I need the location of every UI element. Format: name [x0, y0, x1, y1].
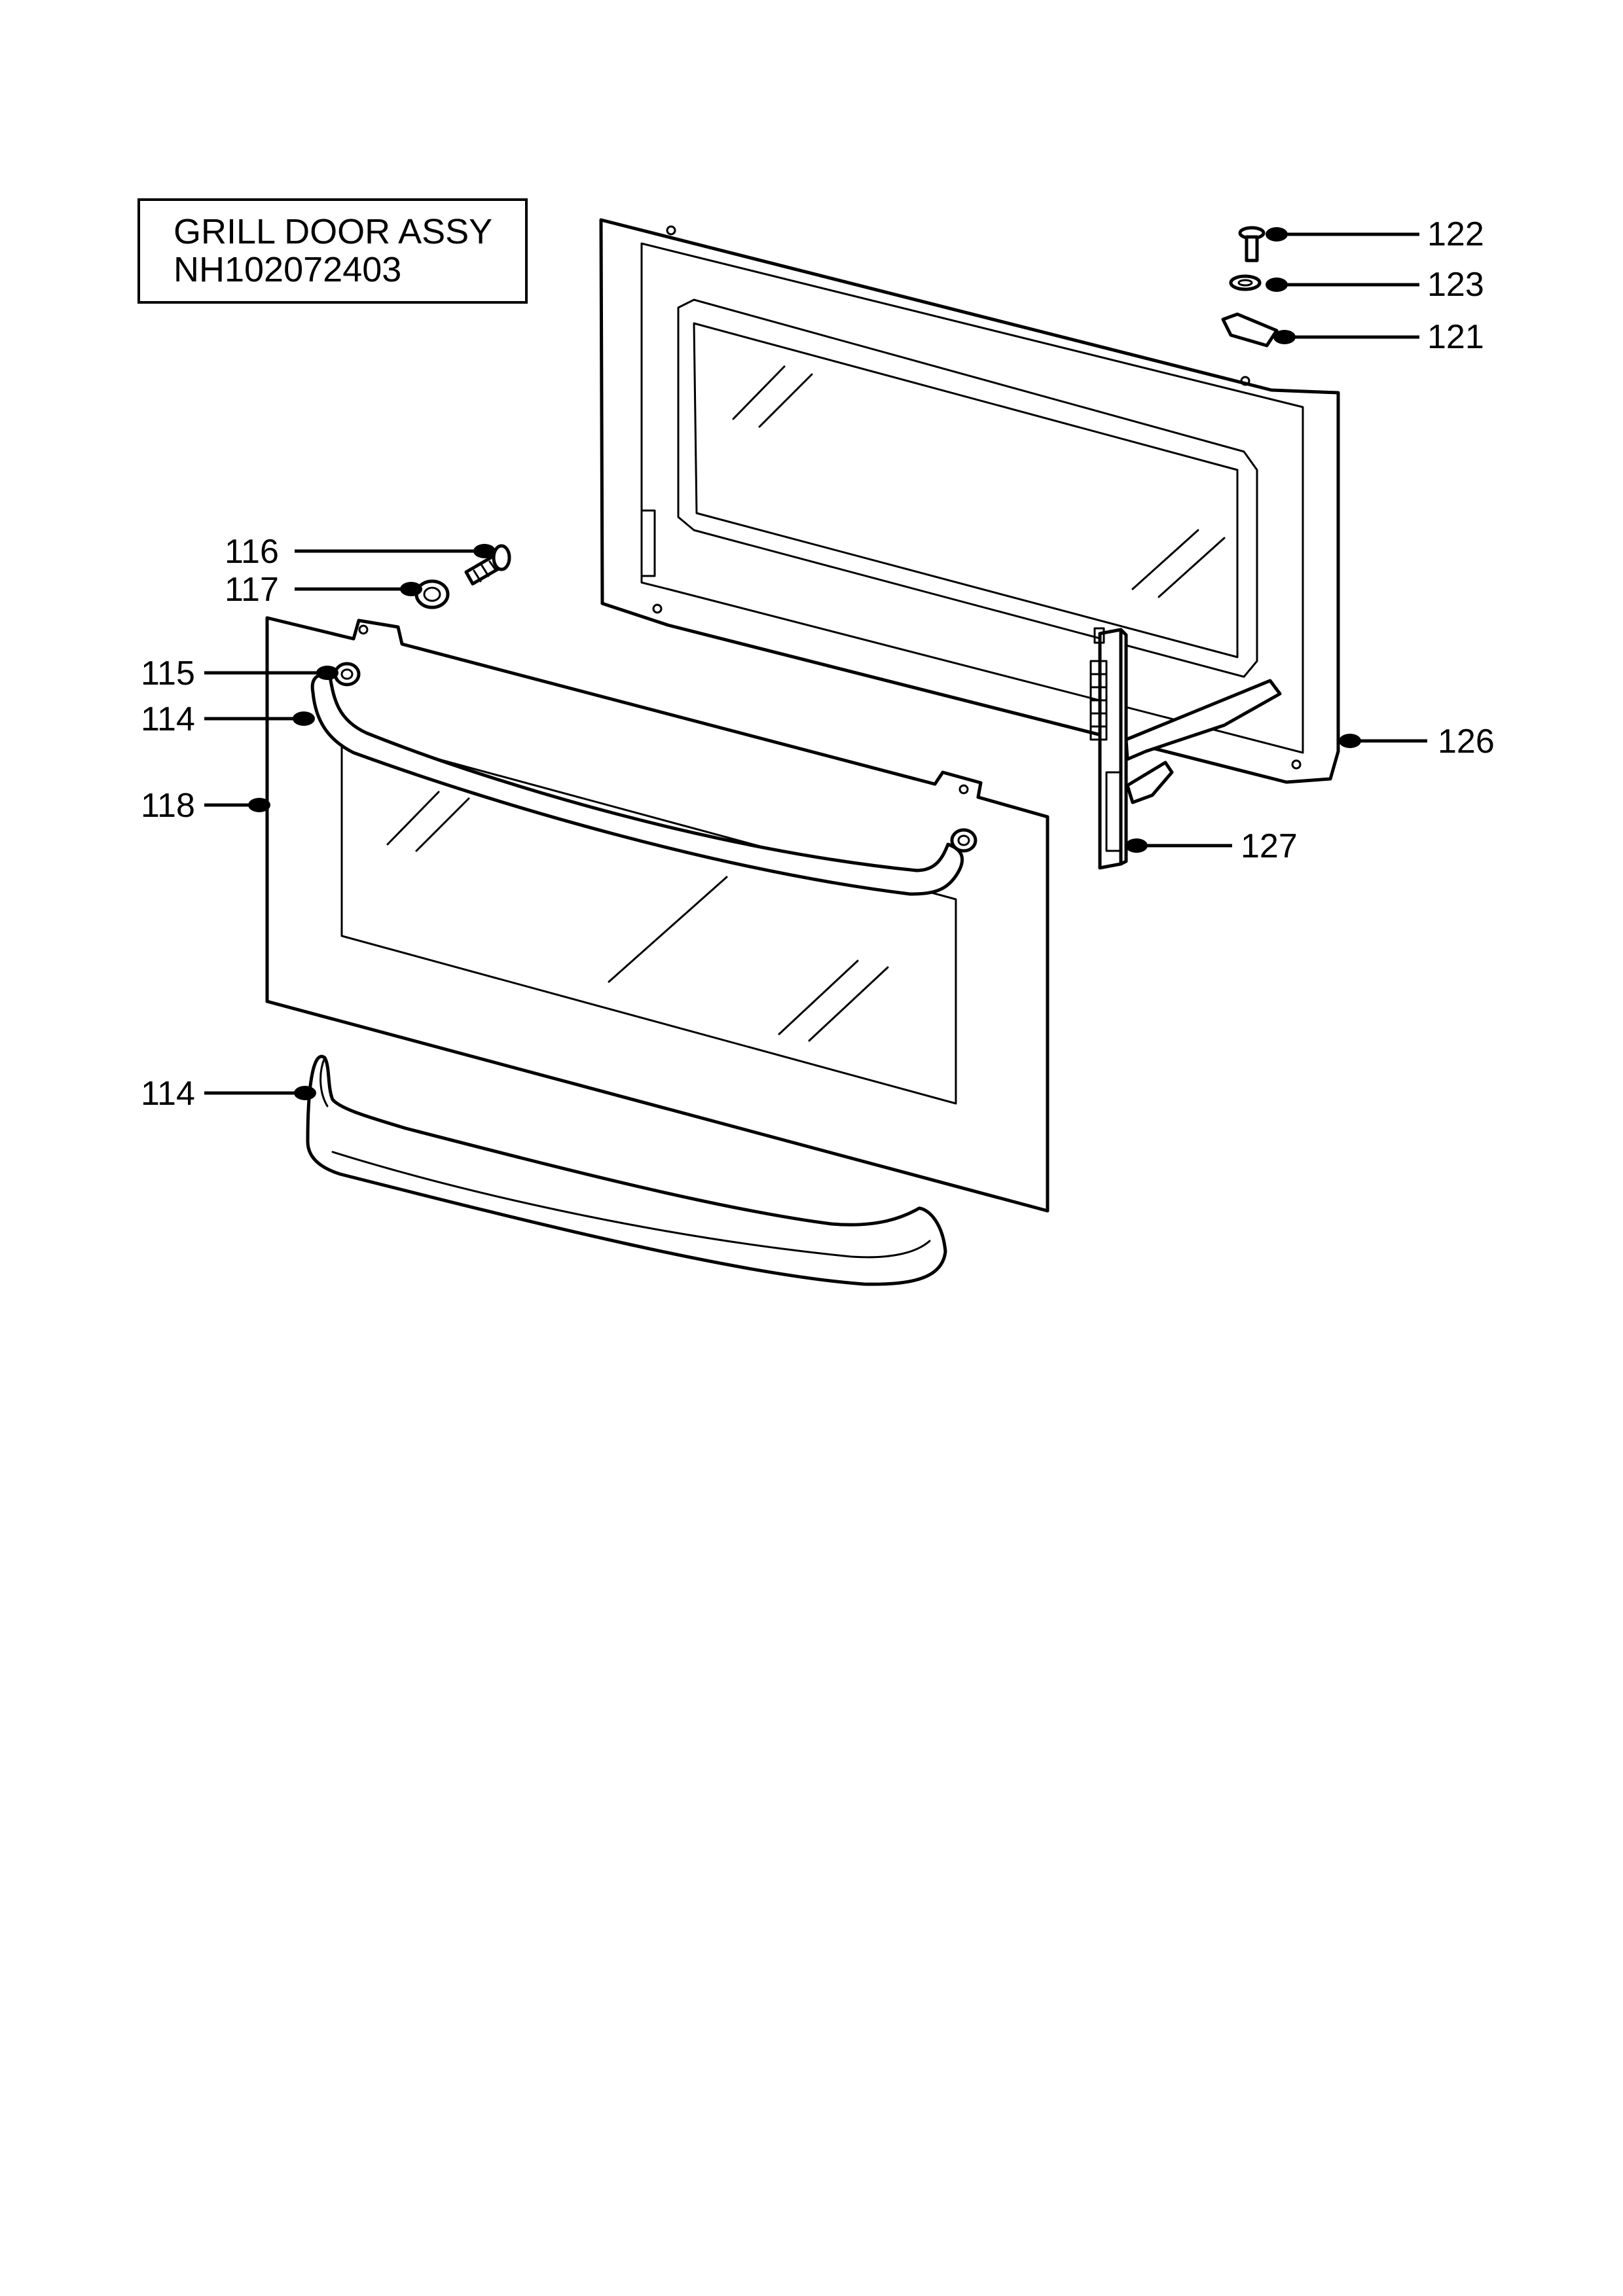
- callout-117: 117: [225, 571, 422, 609]
- washer-117: [414, 579, 450, 609]
- title-line-1: GRILL DOOR ASSY: [173, 212, 492, 251]
- washer-123: [1229, 274, 1262, 291]
- callout-123: 123: [1266, 266, 1484, 304]
- hinge-assembly: [1089, 627, 1282, 870]
- callout-label-123: 123: [1427, 266, 1484, 304]
- callout-label-114-top: 114: [141, 700, 195, 738]
- clip-121: [1221, 312, 1279, 348]
- callout-label-115: 115: [141, 655, 195, 692]
- callout-114-bottom: 114: [141, 1075, 316, 1113]
- callout-114-top: 114: [141, 700, 315, 738]
- callout-121: 121: [1273, 318, 1484, 356]
- callout-label-122: 122: [1427, 215, 1484, 253]
- title-line-2: NH102072403: [173, 250, 401, 289]
- callout-label-121: 121: [1427, 318, 1484, 356]
- callout-118: 118: [141, 787, 270, 825]
- door-handle-bottom: [306, 1054, 947, 1286]
- callout-label-117: 117: [225, 571, 279, 609]
- callout-115: 115: [141, 655, 338, 692]
- callout-126: 126: [1339, 723, 1495, 761]
- callout-label-116: 116: [225, 533, 279, 571]
- callout-127: 127: [1125, 827, 1298, 865]
- door-handle-top: [310, 673, 964, 896]
- title-box: GRILL DOOR ASSY NH102072403: [137, 198, 528, 304]
- callout-label-126: 126: [1438, 723, 1495, 761]
- callout-label-127: 127: [1241, 827, 1298, 865]
- callout-116: 116: [225, 533, 496, 571]
- callout-label-114-bottom: 114: [141, 1075, 195, 1113]
- inner-door-frame: [599, 218, 1340, 784]
- screw-122: [1238, 226, 1266, 262]
- bolt-116: [464, 544, 511, 586]
- callout-label-118: 118: [141, 787, 195, 825]
- callout-122: 122: [1266, 215, 1484, 253]
